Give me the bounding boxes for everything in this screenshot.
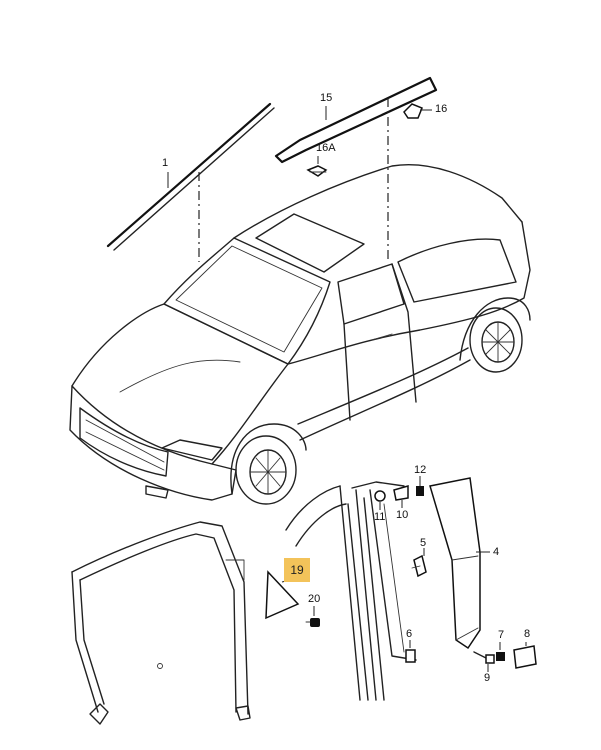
callout-8: 8 [524,628,531,640]
clip-10 [393,485,409,501]
roof-molding-strip [106,102,275,251]
bolt-9 [473,651,495,664]
bolt-12 [416,486,424,496]
callout-16a: 16A [316,142,336,154]
callout-12: 12 [414,464,427,476]
callout-11: 11 [374,511,386,523]
clip-11 [374,490,386,502]
callout-6: 6 [406,628,413,640]
roof-trim-strip [274,76,438,164]
clip-16a [306,165,328,177]
cap-8 [513,645,537,669]
clip-16 [403,103,423,119]
callout-19-highlight: 19 [284,558,310,582]
rear-wheel [469,307,523,373]
callout-10: 10 [396,509,409,521]
callout-5: 5 [420,537,427,549]
callout-19: 19 [290,563,304,577]
callout-4: 4 [493,546,500,558]
callout-9: 9 [484,672,491,684]
callout-1: 1 [162,157,169,169]
callout-20: 20 [308,593,321,605]
pin-6 [405,649,416,663]
callout-7: 7 [498,629,505,641]
car-body [69,164,531,501]
stud-5 [411,554,427,578]
nut-7 [496,652,505,661]
pillar-trim-4 [429,477,481,650]
front-wheel [235,435,297,505]
callout-15: 15 [320,92,333,104]
triangle-trim-19 [265,570,300,620]
screw-20 [305,618,320,627]
door-frame [71,521,251,725]
callout-16: 16 [435,103,448,115]
